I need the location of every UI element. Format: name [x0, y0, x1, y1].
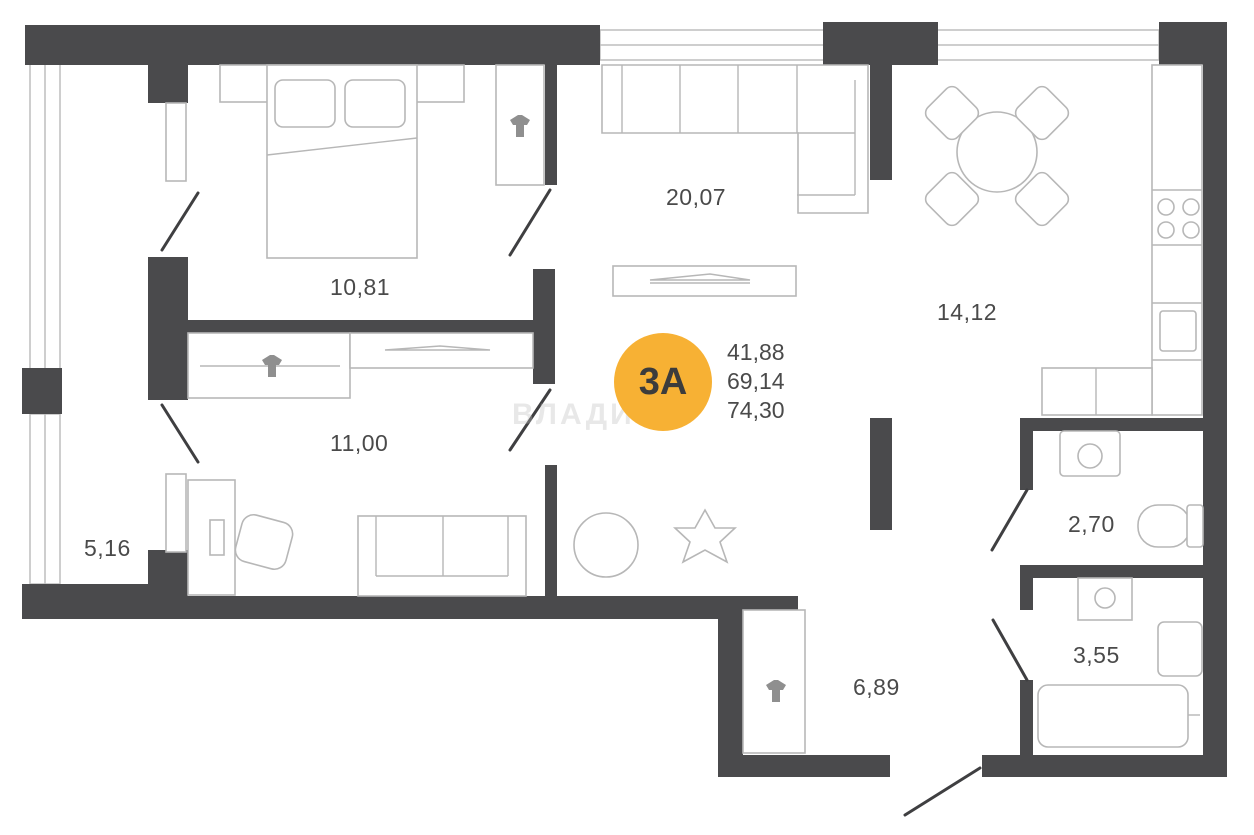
room2-sofa [357, 515, 527, 597]
kitchen-counter [1041, 64, 1203, 416]
bedroom-shelf [165, 102, 187, 182]
walls [22, 22, 1227, 777]
door-swings [160, 188, 1029, 817]
room2-wardrobe [187, 332, 534, 399]
bathroom-area: 3,55 [1073, 642, 1120, 668]
living-room-area: 20,07 [666, 184, 727, 210]
dining-table [924, 85, 1070, 227]
toilet-fixtures [1059, 430, 1204, 548]
plant [672, 508, 738, 564]
bedroom-wardrobe [495, 64, 545, 186]
balcony-area: 5,16 [84, 535, 131, 561]
hallway-area: 6,89 [853, 674, 900, 700]
corner-sofa [601, 64, 869, 214]
desk [165, 473, 294, 596]
apartment-type-label: 3А [638, 360, 688, 403]
bed [219, 64, 465, 259]
bathroom-fixtures [1037, 577, 1203, 748]
apartment-totals: 41,88 69,14 74,30 [727, 338, 785, 425]
kitchen-area: 14,12 [937, 299, 998, 325]
hallway-wardrobe [742, 609, 806, 754]
total-area: 69,14 [727, 368, 785, 394]
toilet-area: 2,70 [1068, 511, 1115, 537]
bedroom-area: 10,81 [330, 274, 391, 300]
armchair [573, 512, 639, 578]
apartment-type-badge: 3А [614, 333, 712, 431]
tv-stand [612, 265, 797, 297]
total-area-with-balcony: 74,30 [727, 397, 785, 423]
room-2-area: 11,00 [330, 430, 389, 456]
living-area: 41,88 [727, 339, 785, 365]
